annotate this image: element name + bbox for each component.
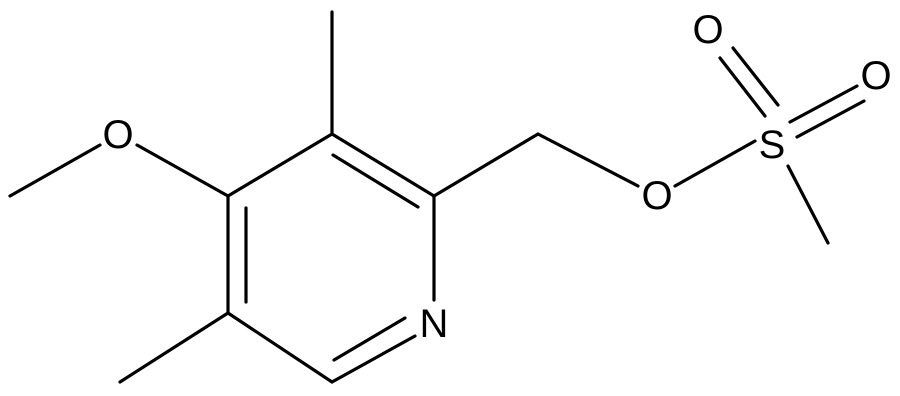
bonds — [8, 10, 866, 384]
bond-ring-c3-c2-inner — [331, 153, 420, 209]
ring-nitrogen-label: N — [420, 302, 449, 346]
sulfonyl-oxygen-top-label: O — [692, 8, 723, 52]
bond-ring-n-c6-inner — [332, 316, 407, 362]
bond-s-o-right-b — [795, 99, 866, 139]
bond-c2-ch2 — [432, 132, 540, 198]
methoxy-oxygen-label: O — [102, 113, 133, 157]
bond-o-s — [673, 139, 757, 188]
sulfonyl-oxygen-right-label: O — [860, 54, 891, 98]
ester-oxygen-label: O — [641, 174, 672, 218]
bond-o-ring — [135, 143, 230, 198]
bond-ring-c6-c5 — [226, 311, 334, 384]
sulfur-label: S — [759, 123, 786, 167]
bond-s-o-top-a — [718, 56, 767, 118]
bond-ring-c4-c3 — [226, 132, 334, 198]
bond-s-o-top-b — [731, 46, 780, 107]
bond-s-o-right-a — [788, 84, 859, 124]
bond-s-methyl — [786, 164, 830, 245]
bond-methyl-o — [8, 143, 102, 198]
bond-ring-c3-c2 — [330, 132, 436, 198]
bond-ring-n-c6 — [330, 334, 417, 384]
bond-ch2-o — [536, 132, 640, 188]
bond-c5-methyl — [118, 311, 230, 384]
atom-labels: O O S O O N — [102, 8, 891, 346]
